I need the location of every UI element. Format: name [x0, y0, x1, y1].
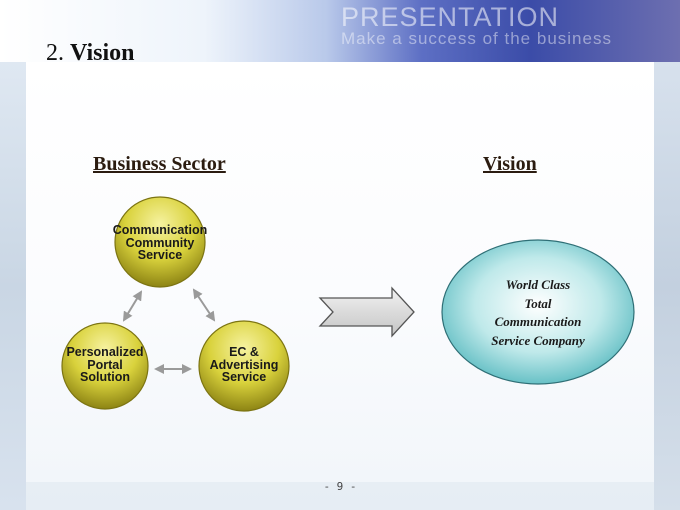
node-communication-label: Communication Community Service: [112, 223, 208, 262]
connector-arrow-communication-portal: [122, 290, 143, 322]
slide-number: 2.: [46, 40, 64, 66]
node-portal-circle: [61, 322, 149, 410]
connector-arrow-communication-ec: [192, 288, 216, 322]
node-ec-circle: [198, 320, 290, 412]
node-portal-label: Personalized Portal Solution: [66, 345, 144, 384]
banner-title: PRESENTATION: [341, 2, 560, 32]
section-heading-vision: Vision: [483, 153, 537, 175]
slide-title: Vision: [70, 40, 135, 66]
right-arrow-icon: [318, 286, 415, 338]
right-decor-strip: [654, 62, 680, 510]
vision-statement: World Class Total Communication Service …: [491, 277, 585, 348]
page-title: 2. Vision: [46, 40, 134, 67]
left-decor-strip: [0, 62, 26, 510]
node-communication-circle: [114, 196, 206, 288]
node-ec-label: EC & Advertising Service: [209, 345, 279, 384]
page-number: - 9 -: [323, 480, 357, 493]
section-heading-business-sector: Business Sector: [93, 153, 226, 175]
header-banner: PRESENTATION Make a success of the busin…: [0, 0, 680, 62]
banner-subtitle: Make a success of the business: [341, 29, 612, 48]
vision-ellipse: [441, 239, 635, 385]
